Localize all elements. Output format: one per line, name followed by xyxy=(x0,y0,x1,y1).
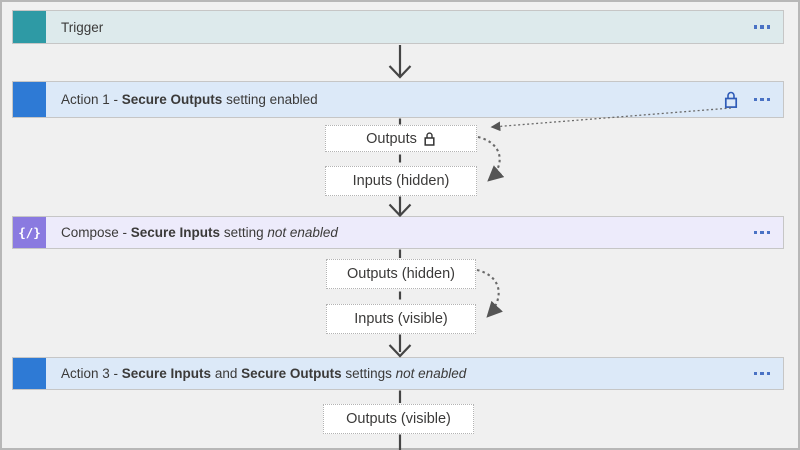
trigger-icon xyxy=(13,11,46,43)
trigger-label: Trigger xyxy=(61,19,104,35)
down-arrow-head-3 xyxy=(388,344,412,358)
secure-outputs-lock-icon xyxy=(723,90,739,109)
action3-label: Action 3 - Secure Inputs and Secure Outp… xyxy=(61,366,467,381)
compose-node[interactable]: {/} Compose - Secure Inputs setting not … xyxy=(12,216,784,249)
action1-node[interactable]: Action 1 - Secure Outputs setting enable… xyxy=(12,81,784,118)
compose-icon: {/} xyxy=(13,217,46,248)
outputs-to-inputs-curved-arrow-1 xyxy=(477,135,505,182)
dotted-annotation-arrows xyxy=(476,107,732,318)
trigger-more-options-button[interactable] xyxy=(753,25,770,29)
down-arrow-head-2 xyxy=(388,203,412,218)
down-arrow-head-1 xyxy=(388,65,412,79)
inputs-visible-box: Inputs (visible) xyxy=(326,304,476,334)
action3-more-options-button[interactable] xyxy=(753,371,770,376)
lock-icon xyxy=(424,131,435,146)
outputs-visible-box: Outputs (visible) xyxy=(323,404,474,434)
action1-label: Action 1 - Secure Outputs setting enable… xyxy=(61,92,318,107)
compose-label: Compose - Secure Inputs setting not enab… xyxy=(61,225,338,240)
outputs-locked-box: Outputs xyxy=(325,125,477,152)
action3-node[interactable]: Action 3 - Secure Inputs and Secure Outp… xyxy=(12,357,784,390)
outputs-to-inputs-curved-arrow-2 xyxy=(476,268,503,318)
action3-icon xyxy=(13,358,46,389)
compose-more-options-button[interactable] xyxy=(753,230,770,235)
outputs-hidden-box: Outputs (hidden) xyxy=(326,259,476,289)
inputs-hidden-box: Inputs (hidden) xyxy=(325,166,477,196)
action1-icon xyxy=(13,82,46,117)
action1-more-options-button[interactable] xyxy=(753,97,770,102)
trigger-node[interactable]: Trigger xyxy=(12,10,784,44)
